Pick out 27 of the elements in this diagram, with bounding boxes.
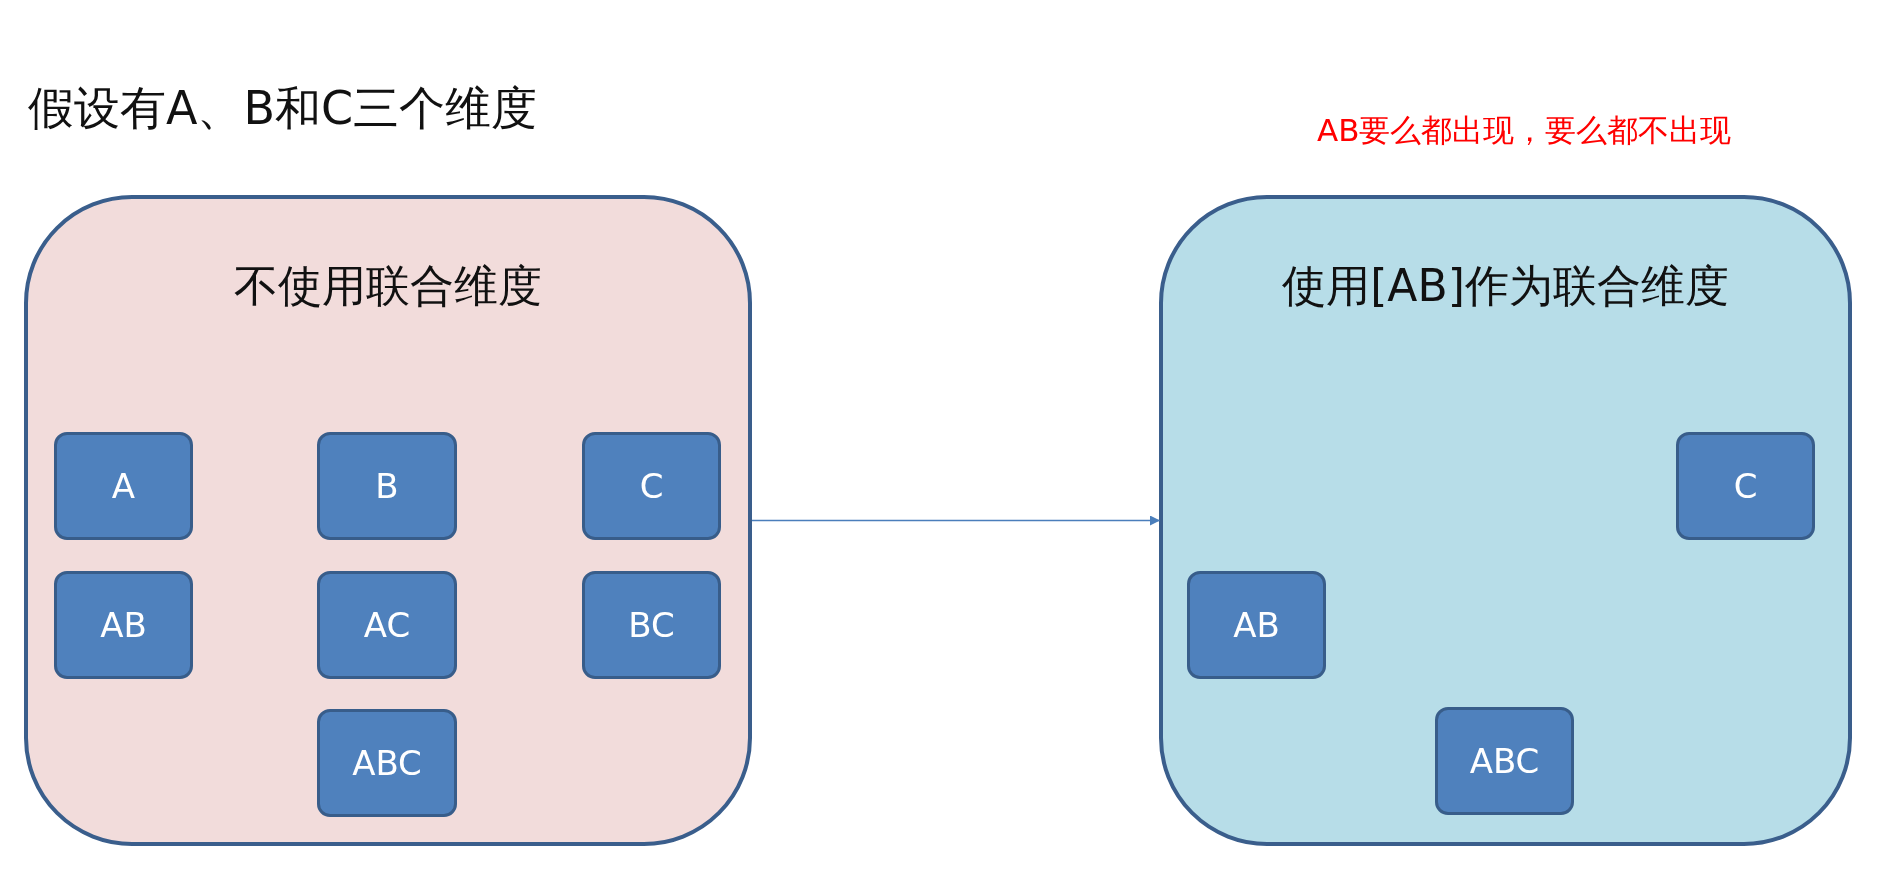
dimension-box <box>54 432 193 540</box>
group-title: 使用[AB]作为联合维度 <box>1281 259 1730 313</box>
dimension-box <box>1676 432 1815 540</box>
box-label: B <box>375 466 399 506</box>
group-title: 不使用联合维度 <box>233 259 543 313</box>
note-text: AB要么都出现，要么都不出现 <box>1317 111 1732 150</box>
dimension-box <box>1187 571 1326 679</box>
diagram-title: 假设有A、B和C三个维度 <box>28 80 538 137</box>
box-label: AC <box>363 605 411 645</box>
dimension-box <box>317 709 457 817</box>
box-label: A <box>111 466 136 506</box>
dimension-box <box>1435 707 1574 815</box>
group-panel <box>24 195 752 846</box>
box-label: BC <box>628 605 675 645</box>
box-label: C <box>1733 466 1758 506</box>
group-panel <box>1159 195 1852 846</box>
box-label: AB <box>1233 605 1280 645</box>
arrow <box>751 515 1160 526</box>
dimension-box <box>317 571 457 679</box>
dimension-box <box>582 571 721 679</box>
dimension-box <box>317 432 457 540</box>
box-label: C <box>639 466 664 506</box>
dimension-box <box>54 571 193 679</box>
box-label: ABC <box>1469 741 1540 781</box>
box-label: AB <box>100 605 147 645</box>
dimension-box <box>582 432 721 540</box>
box-label: ABC <box>352 743 422 783</box>
